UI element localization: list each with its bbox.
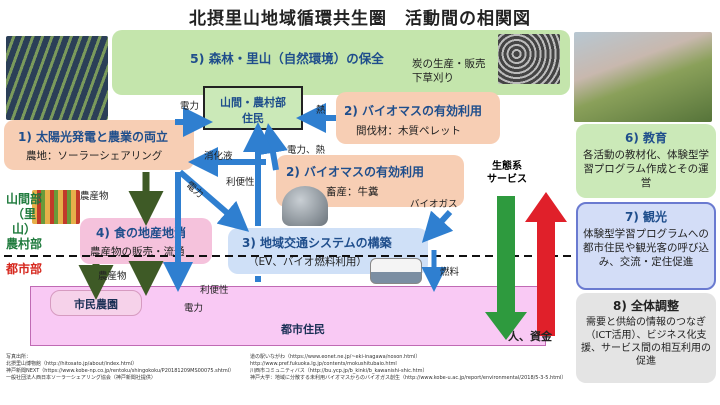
biomass-wood-sub: 間伐材：木質ペレット [356,125,461,137]
local-food-sub: 農産物の販売・流通 [90,246,185,258]
urban-residents-title: 都市住民 [281,323,325,336]
village-residents-line-2: 住民 [242,112,264,125]
ref-left-1: 北摂里山博物館（http://hitosato.jp/about/index.h… [6,361,138,367]
label-produce-2: 農産物 [98,271,127,282]
transport-box: 3) 地域交通システムの構築 （EV、バイオ燃料利用） [228,228,428,274]
mountain-label-2: （里山） [11,207,36,236]
ref-left-3: 一般社団法人西日本ソーラーシェアリング協会（神戸新聞社提供） [6,375,156,381]
label-fuel: 燃料 [440,267,460,278]
transport-title: 3) 地域交通システムの構築 [242,236,392,250]
solar-farming-title: 1) 太陽光発電と農業の両立 [18,130,169,144]
ref-left-0: 写真出所： [6,354,32,360]
produce-photo [32,190,80,224]
page-title: 北摂里山地域循環共生圏 活動間の相関図 [189,9,531,29]
tourism-box: 7) 観光 体験型学習プログラムへの都市住民や観光客の呼び込み、交流・定住促進 [576,202,716,290]
label-ecosystem-services: 生態系 サービス [487,161,527,185]
arrow-biogas-to-transport [421,209,454,243]
education-title: 6) 教育 [624,131,667,145]
forest-conservation-box [112,30,570,95]
label-heat: 熱 [316,105,326,116]
solar-farming-sub: 農地：ソーラーシェアリング [26,150,163,162]
local-food-box: 4) 食の地産地消 農産物の販売・流通 [80,218,212,264]
transport-sub: （EV、バイオ燃料利用） [248,256,367,268]
label-convenience-2: 利便性 [200,285,229,296]
label-digestate: 消化液 [204,151,233,162]
references-right: 道の駅いながわ（https://www.eonet.ne.jp/~eki-ina… [250,354,570,382]
community-farm-title: 市民農園 [74,298,118,311]
tourism-title: 7) 観光 [624,210,667,224]
mountain-label-3: 農村部 [5,237,42,251]
ref-right-0: 道の駅いながわ（https://www.eonet.ne.jp/~eki-ina… [250,354,421,360]
mountain-label-1: 山間部 [5,192,42,206]
bus-photo [370,258,422,284]
biogas-tank-photo [282,186,328,226]
ref-right-3: 神戸大学：地域に分散する未利用バイオマスからのバイオガス創生（http://ww… [250,375,567,381]
solar-farming-box: 1) 太陽光発電と農業の両立 農地：ソーラーシェアリング [4,120,194,170]
village-residents-box: 山間・農村部 住民 [203,86,303,130]
ref-right-1: http://www.pref.fukuoka.lg.jp/contents/m… [250,361,397,367]
ref-left-2: 神戸新聞NEXT（https://www.kobe-np.co.jp/rento… [6,368,235,374]
forest-conservation-title: 5) 森林・里山（自然環境）の保全 [190,51,384,66]
coordination-body: 需要と供給の情報のつなぎ（ICT活用）、ビジネス化支援、サービス間の相互利用の促… [581,317,711,367]
charcoal-label: 炭の生産・販売 [412,58,486,70]
education-body: 各活動の教材化、体験型学習プログラム作成とその運営 [583,149,709,189]
charcoal-photo [498,34,560,84]
coordination-box: 8) 全体調整 需要と供給の情報のつなぎ（ICT活用）、ビジネス化支援、サービス… [576,293,716,383]
biomass-cattle-sub: 畜産：牛糞 [326,186,379,198]
urban-zone-label: 都市部 [5,262,42,276]
biomass-wood-title: 2) バイオマスの有効利用 [344,104,483,118]
label-power-2: 電力 [183,179,206,201]
undergrowth-label: 下草刈り [412,72,454,84]
village-residents-line-1: 山間・農村部 [220,96,286,109]
label-people-money: 人、資金 [508,330,552,343]
community-farm-box: 市民農園 [50,290,142,316]
coordination-title: 8) 全体調整 [612,299,679,313]
label-power-3: 電力 [184,303,204,314]
solar-field-photo [6,36,108,120]
label-biogas: バイオガス [410,199,458,210]
local-food-title: 4) 食の地産地消 [96,226,187,240]
tourism-body: 体験型学習プログラムへの都市住民や観光客の呼び込み、交流・定住促進 [583,228,709,268]
label-convenience-1: 利便性 [226,177,255,188]
references-left: 写真出所： 北摂里山博物館（http://hitosato.jp/about/i… [6,354,236,382]
education-box: 6) 教育 各活動の教材化、体験型学習プログラム作成とその運営 [576,124,716,198]
label-produce-1: 農産物 [80,191,109,202]
ref-right-2: 川西市コミュニティバス（http://bu.ycp.jp/b_kinki/b_k… [250,368,428,374]
biomass-wood-box: 2) バイオマスの有効利用 間伐材：木質ペレット [336,92,500,144]
mountain-zone-label: 山間部 （里山） 農村部 [4,192,44,252]
biomass-cattle-title: 2) バイオマスの有効利用 [286,165,425,179]
label-power-1: 電力 [180,101,200,112]
forest-photo [574,32,712,122]
label-power-heat: 電力、熱 [287,145,326,156]
